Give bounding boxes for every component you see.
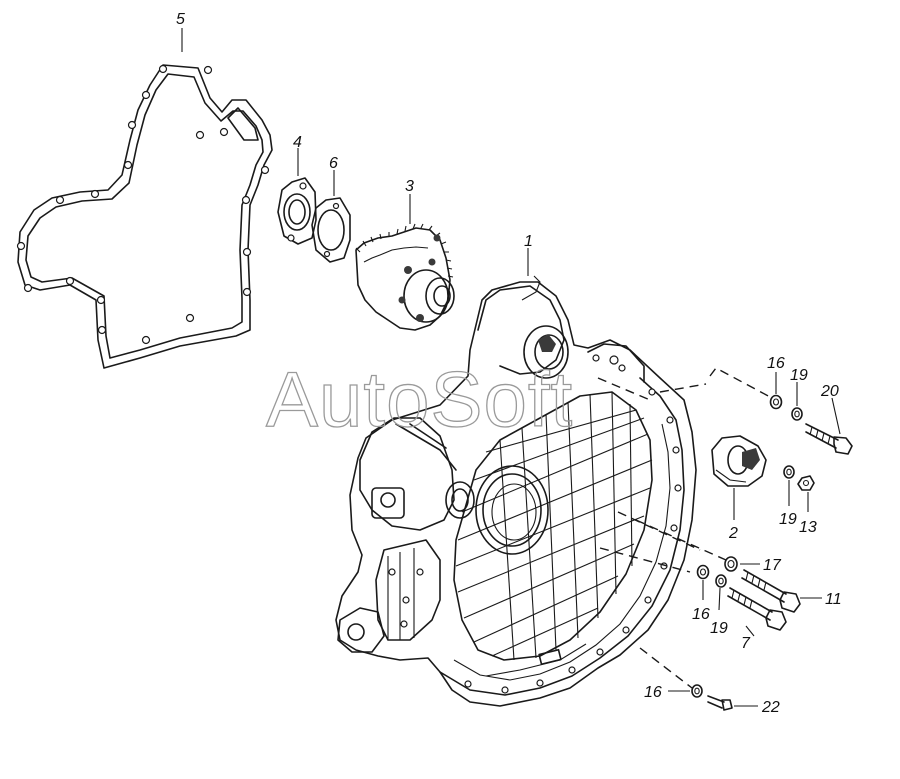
leader-lines: [181, 28, 841, 707]
callout-16-upper: 16: [767, 355, 785, 372]
callout-1: 1: [524, 233, 533, 250]
callout-16-lower: 16: [644, 684, 662, 701]
callout-6: 6: [329, 155, 338, 172]
washer-19-upper: [791, 407, 803, 421]
bolt-part-11: [741, 569, 801, 613]
callout-20: 20: [820, 383, 839, 400]
seal-flange-part-4: [277, 177, 317, 245]
washer-19-right: [783, 465, 795, 479]
callout-labels: 5 4 6 3 1 16 19 20 19 13 2 17 11 16 19 7…: [176, 11, 842, 716]
gear-assembly-part-3: [355, 223, 455, 331]
flange-gasket-part-6: [311, 197, 351, 263]
plug-part-22: [707, 695, 733, 711]
callout-22: 22: [761, 699, 780, 716]
watermark-text: AutoSoft: [266, 355, 573, 443]
callout-19-mid: 19: [710, 620, 728, 637]
callout-19-right: 19: [779, 511, 797, 528]
bolt-part-20: [805, 423, 853, 455]
washer-17: [724, 556, 738, 572]
callout-11: 11: [825, 591, 842, 608]
bracket-part-2: [711, 435, 767, 487]
callout-7: 7: [741, 635, 751, 652]
callout-13: 13: [799, 519, 817, 536]
callout-5: 5: [176, 11, 185, 28]
callout-2: 2: [728, 525, 738, 542]
washer-16-lower: [691, 684, 703, 698]
callout-3: 3: [405, 178, 414, 195]
gasket-part-5: [16, 64, 273, 369]
washer-16-mid: [696, 564, 710, 580]
nut-part-13: [797, 475, 815, 491]
bolt-part-7: [727, 587, 787, 631]
assembly-dashed-lines: [597, 367, 773, 689]
callout-16-mid: 16: [692, 606, 710, 623]
callout-17: 17: [763, 557, 782, 574]
washer-16-upper: [769, 394, 783, 410]
flywheel-housing-part-1: [335, 275, 697, 707]
callout-4: 4: [293, 134, 302, 151]
callout-19-upper: 19: [790, 367, 808, 384]
washer-19-mid: [715, 574, 727, 588]
